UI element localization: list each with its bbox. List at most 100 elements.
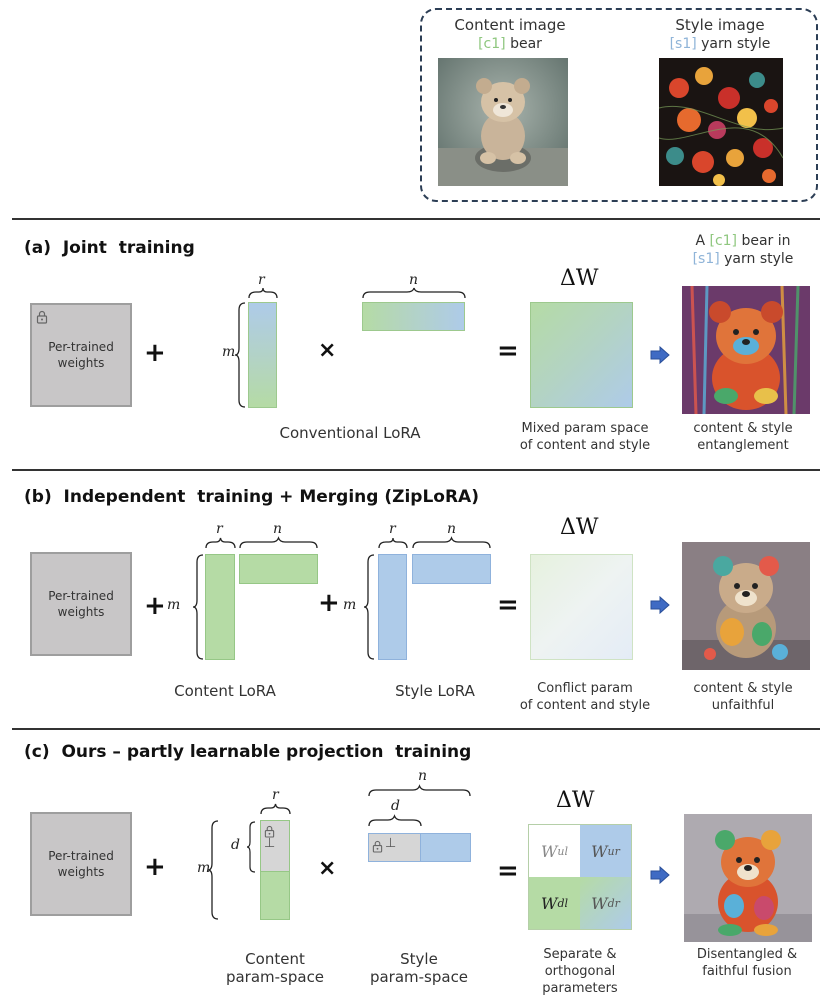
pretrained-weights-c-label: Per-trained weights <box>48 849 114 879</box>
result-c-caption-2: faithful fusion <box>702 964 792 979</box>
var-r-b2: r <box>389 521 396 537</box>
result-a-caption-1: content & style <box>693 421 793 436</box>
section-a-title: (a) Joint training <box>24 238 195 258</box>
pretrained-weights-a-label: Per-trained weights <box>48 340 114 370</box>
prompt-style-token: [s1] <box>692 251 720 267</box>
content-param-caption-1: Content <box>245 950 305 968</box>
content-lora-A <box>239 554 318 584</box>
content-image-title: Content image <box>454 16 566 34</box>
brace-icon <box>246 821 256 873</box>
result-a-caption-2: entanglement <box>697 438 789 453</box>
style-image-subtitle: [s1] yarn style <box>640 35 800 53</box>
var-n-c: n <box>418 768 428 784</box>
result-image-b <box>682 542 810 670</box>
lock-icon <box>36 309 48 328</box>
delta-b-caption-1: Conflict param <box>537 681 633 696</box>
style-param-caption-1: Style <box>400 950 438 968</box>
delta-a-caption-1: Mixed param space <box>521 421 649 436</box>
content-lora-caption: Content LoRA <box>174 682 276 700</box>
prompt-a-word: A <box>695 233 706 249</box>
section-b-title: (b) Independent training + Merging (ZipL… <box>24 487 479 507</box>
equals-icon: = <box>497 856 519 886</box>
var-r-c: r <box>272 787 279 803</box>
divider-b-c <box>12 728 820 730</box>
w-dl-label: W <box>540 893 558 913</box>
brace-icon <box>239 536 318 549</box>
brace-icon <box>205 537 236 549</box>
var-n-a: n <box>409 272 419 288</box>
delta-w-b: ΔW <box>560 515 599 540</box>
w-ul-label: W <box>540 841 558 861</box>
delta-w-b-matrix <box>530 554 633 660</box>
reference-images-box <box>420 8 818 202</box>
brace-icon <box>362 287 466 299</box>
content-param-space-learnable <box>260 872 290 920</box>
arrow-right-icon <box>650 596 670 614</box>
w-ul-sub: ul <box>557 844 569 858</box>
brace-icon <box>363 554 375 660</box>
w-dr-sub: dr <box>607 896 620 910</box>
result-image-c <box>684 814 812 942</box>
style-lora-A <box>412 554 491 584</box>
w-dr-label: W <box>591 893 608 913</box>
content-param-space-frozen <box>260 820 290 872</box>
content-param-caption-2: param-space <box>225 968 325 986</box>
content-lora-B <box>205 554 235 660</box>
times-icon: × <box>318 338 337 363</box>
pretrained-weights-c: Per-trained weights <box>30 812 132 916</box>
style-param-caption-2: param-space <box>369 968 469 986</box>
divider-a-b <box>12 469 820 471</box>
plus-icon: + <box>318 588 340 618</box>
plus-icon: + <box>144 591 166 621</box>
arrow-right-icon <box>650 866 670 884</box>
delta-c-caption-3: parameters <box>542 981 618 996</box>
plus-icon: + <box>144 852 166 882</box>
var-n-b1: n <box>273 521 283 537</box>
delta-c-caption-1: Separate & <box>543 947 617 962</box>
style-param-space-frozen <box>368 833 421 862</box>
lora-a-matrix-A <box>362 302 465 331</box>
delta-w-a-matrix <box>530 302 633 408</box>
content-token: [c1] <box>478 36 506 52</box>
divider-top <box>12 218 820 220</box>
pretrained-weights-a: Per-trained weights <box>30 303 132 407</box>
times-icon: × <box>318 856 337 881</box>
style-image-title: Style image <box>675 16 765 34</box>
style-lora-B <box>378 554 407 660</box>
prompt-bear-in: bear in <box>741 233 791 249</box>
equals-icon: = <box>497 336 519 366</box>
delta-b-caption-2: of content and style <box>519 698 651 713</box>
content-image-bear <box>438 58 568 186</box>
brace-icon <box>260 803 291 815</box>
var-m-c: m <box>197 860 211 876</box>
var-d-c1: d <box>231 837 240 853</box>
style-image-yarn <box>659 58 783 186</box>
delta-c-caption-2: orthogonal <box>544 964 616 979</box>
conventional-lora-caption: Conventional LoRA <box>279 424 421 442</box>
pretrained-weights-b-label: Per-trained weights <box>48 589 114 619</box>
result-b-caption-1: content & style <box>693 681 793 696</box>
equals-icon: = <box>497 590 519 620</box>
var-r-b1: r <box>216 521 223 537</box>
var-n-b2: n <box>447 521 457 537</box>
orthogonal-icon: ⊥ <box>385 836 397 851</box>
style-param-space-learnable <box>421 833 471 862</box>
style-token: [s1] <box>669 36 697 52</box>
brace-icon <box>368 814 422 827</box>
result-c-caption-1: Disentangled & <box>696 947 798 962</box>
arrow-right-icon <box>650 346 670 364</box>
brace-icon <box>368 784 471 797</box>
style-word: yarn style <box>701 36 771 52</box>
delta-w-c: ΔW <box>556 788 595 813</box>
brace-icon <box>378 537 408 549</box>
w-ur-label: W <box>591 841 608 861</box>
plus-icon: + <box>144 338 166 368</box>
prompt-line-1: A [c1] bear in <box>668 232 818 250</box>
pretrained-weights-b: Per-trained weights <box>30 552 132 656</box>
prompt-line-2: [s1] yarn style <box>668 250 818 268</box>
lock-icon <box>372 838 383 857</box>
